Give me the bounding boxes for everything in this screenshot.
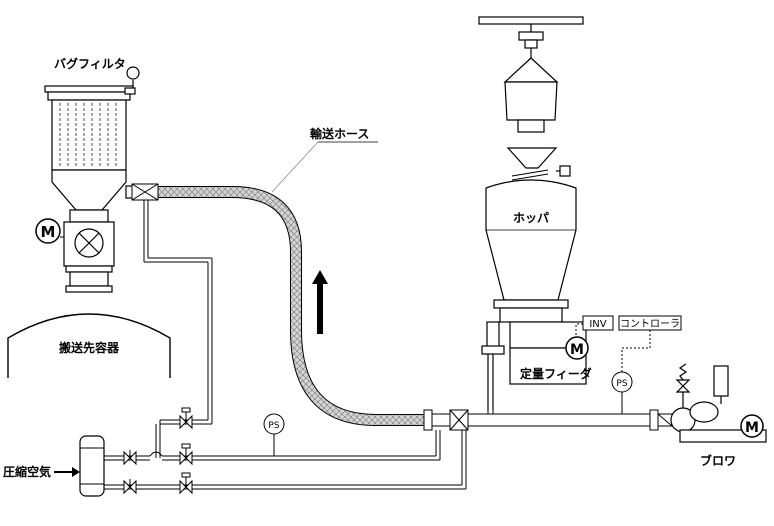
- bag-filter: [44, 66, 157, 293]
- bag-filter-body: [51, 99, 127, 171]
- air-receiver: [79, 435, 105, 497]
- inverter-box: INV: [575, 315, 614, 337]
- ps-label: PS: [268, 421, 279, 431]
- compressed-air-label: 圧縮空気: [3, 464, 51, 479]
- flow-direction-arrow-icon: [312, 270, 328, 334]
- bag-filter-motor: M: [35, 218, 64, 244]
- destination-vessel-label: 搬送先容器: [59, 340, 120, 355]
- blower-motor: M: [740, 414, 764, 438]
- air-valves: [123, 407, 193, 495]
- motor-label: M: [570, 342, 584, 358]
- hopper-body: [485, 179, 577, 301]
- pressure-gauge-icon: [126, 66, 140, 80]
- transport-hose-label: 輸送ホース: [310, 126, 369, 141]
- hopper-label: ホッパ: [513, 211, 549, 225]
- motor-icon: [35, 218, 61, 244]
- filter-bags: [59, 103, 117, 167]
- inv-label: INV: [589, 319, 606, 330]
- destination-vessel: 搬送先容器: [7, 313, 171, 378]
- motor-label: M: [745, 420, 759, 436]
- motor-label: M: [41, 223, 56, 241]
- controller-box: コントローラ: [618, 315, 682, 372]
- transport-hose: [131, 183, 430, 426]
- ps-label: PS: [616, 379, 627, 389]
- compressed-air-inlet-arrow-icon: [54, 467, 80, 477]
- overhead-beam: [478, 16, 584, 25]
- compressed-air-lines: [104, 200, 467, 490]
- blower-label: ブロワ: [700, 453, 736, 468]
- motor-icon: [740, 414, 764, 438]
- feeder-motor: M: [565, 336, 589, 360]
- motor-icon: [565, 336, 589, 360]
- feeder-label: 定量フィーダ: [520, 366, 592, 381]
- main-line-pressure-switch: PS: [611, 371, 633, 393]
- controller-label: コントローラ: [620, 318, 680, 330]
- main-conveying-line: [423, 392, 673, 431]
- bag-filter-label: バグフィルタ: [54, 56, 126, 71]
- header-pressure-switch: PS: [263, 413, 285, 435]
